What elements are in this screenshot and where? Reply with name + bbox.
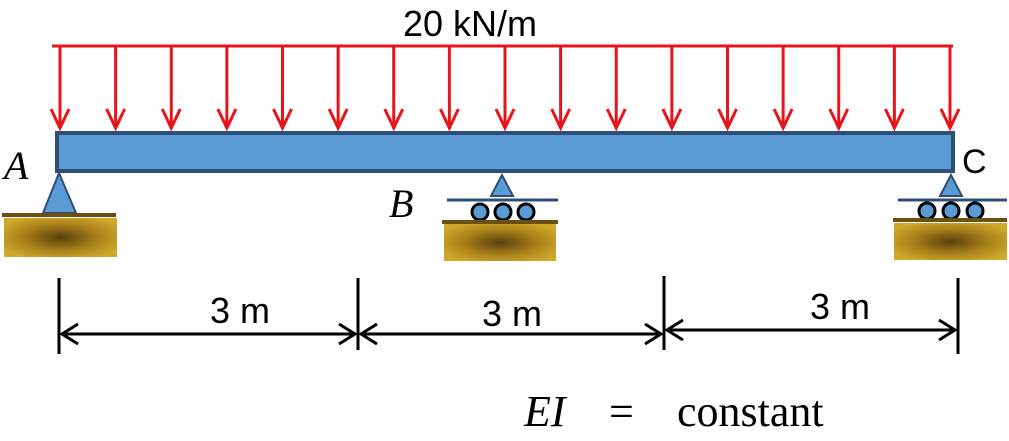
load-arrow-head bbox=[439, 108, 460, 132]
dimension-arrowhead bbox=[644, 322, 664, 346]
load-arrow-head bbox=[327, 108, 349, 132]
support-c-roller bbox=[893, 172, 1007, 260]
load-arrow-head bbox=[939, 108, 961, 132]
roller-wheel bbox=[965, 201, 985, 221]
dimension-arrowhead bbox=[938, 318, 958, 342]
load-arrow-head bbox=[828, 108, 850, 132]
roller-wheel bbox=[917, 201, 937, 221]
load-arrow-head bbox=[216, 108, 238, 132]
roller-wheel bbox=[516, 202, 536, 222]
distributed-load: 20 kN/m bbox=[49, 3, 961, 132]
load-arrow-head bbox=[772, 108, 794, 132]
ground-block bbox=[4, 218, 117, 257]
load-arrow-head bbox=[550, 108, 571, 132]
stiffness-rhs: constant bbox=[677, 387, 824, 436]
load-arrow-head bbox=[160, 108, 182, 132]
point-c-label: C bbox=[962, 143, 987, 181]
roller-wheel bbox=[470, 202, 490, 222]
span-2-label: 3 m bbox=[482, 293, 542, 334]
dimension-arrowhead bbox=[59, 322, 79, 346]
support-a-pin bbox=[2, 170, 117, 257]
span-3-label: 3 m bbox=[810, 286, 870, 327]
load-arrow-head bbox=[383, 108, 405, 132]
dimension-arrowhead bbox=[664, 318, 684, 342]
load-arrow-head bbox=[605, 108, 627, 132]
load-arrow-head bbox=[494, 108, 516, 132]
ground-block bbox=[444, 224, 556, 261]
stiffness-lhs: EI bbox=[523, 387, 568, 436]
load-arrow-head bbox=[272, 108, 293, 132]
load-arrow-head bbox=[884, 108, 905, 132]
roller-wheel bbox=[941, 201, 961, 221]
stiffness-equals: = bbox=[609, 387, 634, 436]
dimension-arrowhead bbox=[358, 322, 378, 346]
point-b-label: B bbox=[389, 181, 413, 226]
roller-triangle bbox=[938, 172, 964, 197]
load-arrow-head bbox=[105, 108, 126, 132]
stiffness-note: EI = constant bbox=[523, 387, 824, 436]
dimensions: 3 m 3 m 3 m bbox=[57, 276, 960, 354]
load-label: 20 kN/m bbox=[403, 3, 537, 44]
roller-triangle bbox=[489, 172, 515, 197]
load-arrow-head bbox=[717, 108, 738, 132]
pin-triangle bbox=[41, 170, 78, 214]
span-1-label: 3 m bbox=[210, 290, 270, 331]
ground-block bbox=[894, 223, 1007, 260]
roller-wheel bbox=[493, 202, 513, 222]
beam bbox=[55, 131, 955, 173]
load-arrow-head bbox=[661, 108, 683, 132]
load-arrows bbox=[49, 46, 961, 132]
dimension-arrowhead bbox=[338, 322, 358, 346]
load-arrow-head bbox=[49, 108, 71, 132]
point-a-label: A bbox=[1, 143, 29, 188]
support-b-roller bbox=[442, 172, 558, 261]
